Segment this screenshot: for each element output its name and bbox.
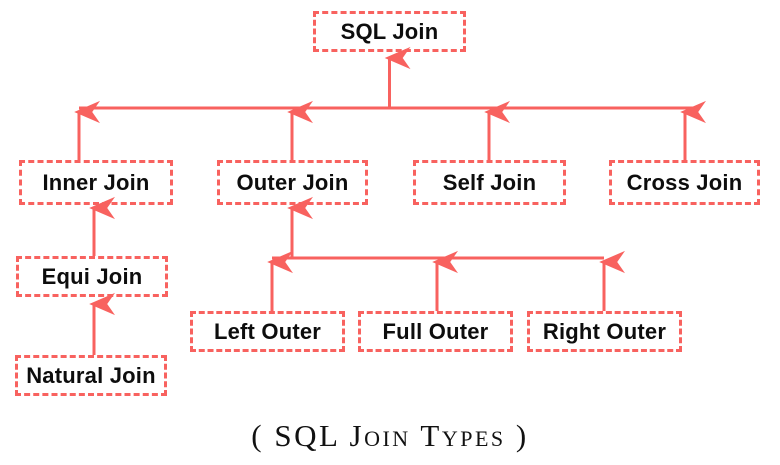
node-left-outer[interactable]: Left Outer (190, 311, 345, 352)
node-self-join[interactable]: Self Join (413, 160, 566, 205)
node-full-outer[interactable]: Full Outer (358, 311, 513, 352)
node-cross-join[interactable]: Cross Join (609, 160, 760, 205)
node-inner-join[interactable]: Inner Join (19, 160, 173, 205)
node-outer-join[interactable]: Outer Join (217, 160, 368, 205)
node-natural-join[interactable]: Natural Join (15, 355, 167, 396)
node-right-outer[interactable]: Right Outer (527, 311, 682, 352)
node-equi-join[interactable]: Equi Join (16, 256, 168, 297)
node-sql-join[interactable]: SQL Join (313, 11, 466, 52)
diagram-caption: ( SQL Join Types ) (251, 418, 529, 453)
